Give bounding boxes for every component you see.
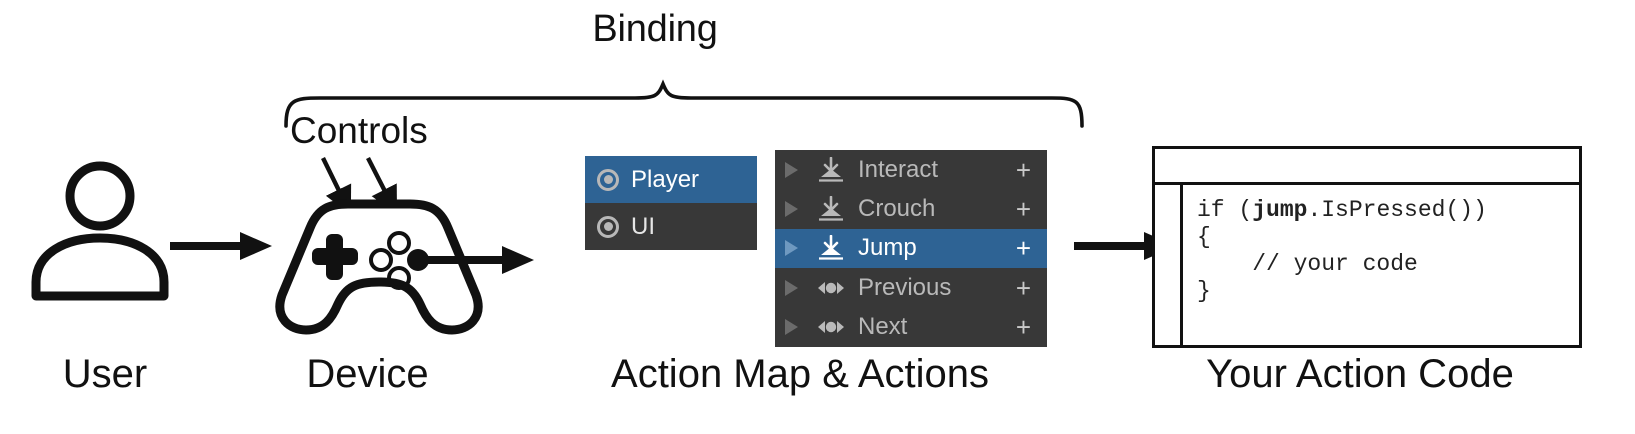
code-window-titlebar [1155,149,1579,185]
add-binding-button[interactable]: + [1015,154,1031,185]
binding-label: Binding [592,8,718,50]
code-line-4: } [1197,278,1211,304]
action-map-row-player[interactable]: Player [585,156,757,203]
add-binding-button[interactable]: + [1015,233,1031,264]
action-row-crouch[interactable]: Crouch + [775,189,1047,228]
controls-label: Controls [290,110,428,151]
code-token-jump: jump [1252,197,1308,223]
action-label: Previous [858,273,952,301]
add-binding-button[interactable]: + [1015,272,1031,303]
code-line-2: { [1197,224,1211,250]
chevron-right-icon[interactable] [785,319,798,336]
code-window[interactable]: if (jump.IsPressed()) { // your code } [1152,146,1582,348]
actions-panel[interactable]: Interact + Crouch + Jump + [775,150,1047,347]
stage-label-code: Your Action Code [1206,352,1514,396]
code-line-1-prefix: if ( [1197,197,1253,223]
action-map-label: Player [631,165,700,193]
action-row-interact[interactable]: Interact + [775,150,1047,189]
button-press-icon [819,196,843,221]
action-map-ring-icon [597,215,619,238]
action-label: Interact [858,155,939,183]
axis-1d-icon [818,321,844,334]
action-row-jump[interactable]: Jump + [775,228,1047,269]
dpad-icon [312,234,358,280]
action-row-next[interactable]: Next + [775,308,1047,347]
chevron-right-icon[interactable] [785,161,798,178]
arrow-right-icon [422,246,534,274]
code-editor-text[interactable]: if (jump.IsPressed()) { // your code } [1183,185,1579,348]
curly-brace-up-icon [284,79,1084,128]
gamepad-icon [275,199,483,335]
stage-label-user: User [62,352,148,396]
action-map-label: UI [631,212,655,240]
action-map-ring-icon [597,168,619,191]
code-line-3: // your code [1197,251,1418,277]
code-window-body: if (jump.IsPressed()) { // your code } [1155,185,1579,348]
chevron-right-icon[interactable] [785,201,798,218]
arrow-right-icon [170,232,272,260]
action-row-previous[interactable]: Previous + [775,268,1047,307]
button-press-icon [819,156,843,182]
face-buttons-icon [369,231,429,290]
axis-1d-icon [818,281,844,294]
action-label: Jump [858,234,917,262]
action-map-panel[interactable]: Player UI [585,156,757,250]
action-map-row-ui[interactable]: UI [585,203,757,250]
chevron-right-icon[interactable] [785,240,798,257]
controls-pointer-arrows-icon [321,157,397,215]
action-label: Crouch [858,195,936,223]
stage-label-action-map: Action Map & Actions [611,352,989,396]
action-label: Next [858,313,908,341]
chevron-right-icon[interactable] [785,279,798,296]
code-line-1-suffix: .IsPressed()) [1307,197,1487,223]
stage-label-device: Device [306,352,429,396]
add-binding-button[interactable]: + [1015,194,1031,225]
code-gutter [1155,185,1183,348]
add-binding-button[interactable]: + [1015,312,1031,343]
button-press-icon [819,235,843,261]
person-icon [31,161,169,301]
